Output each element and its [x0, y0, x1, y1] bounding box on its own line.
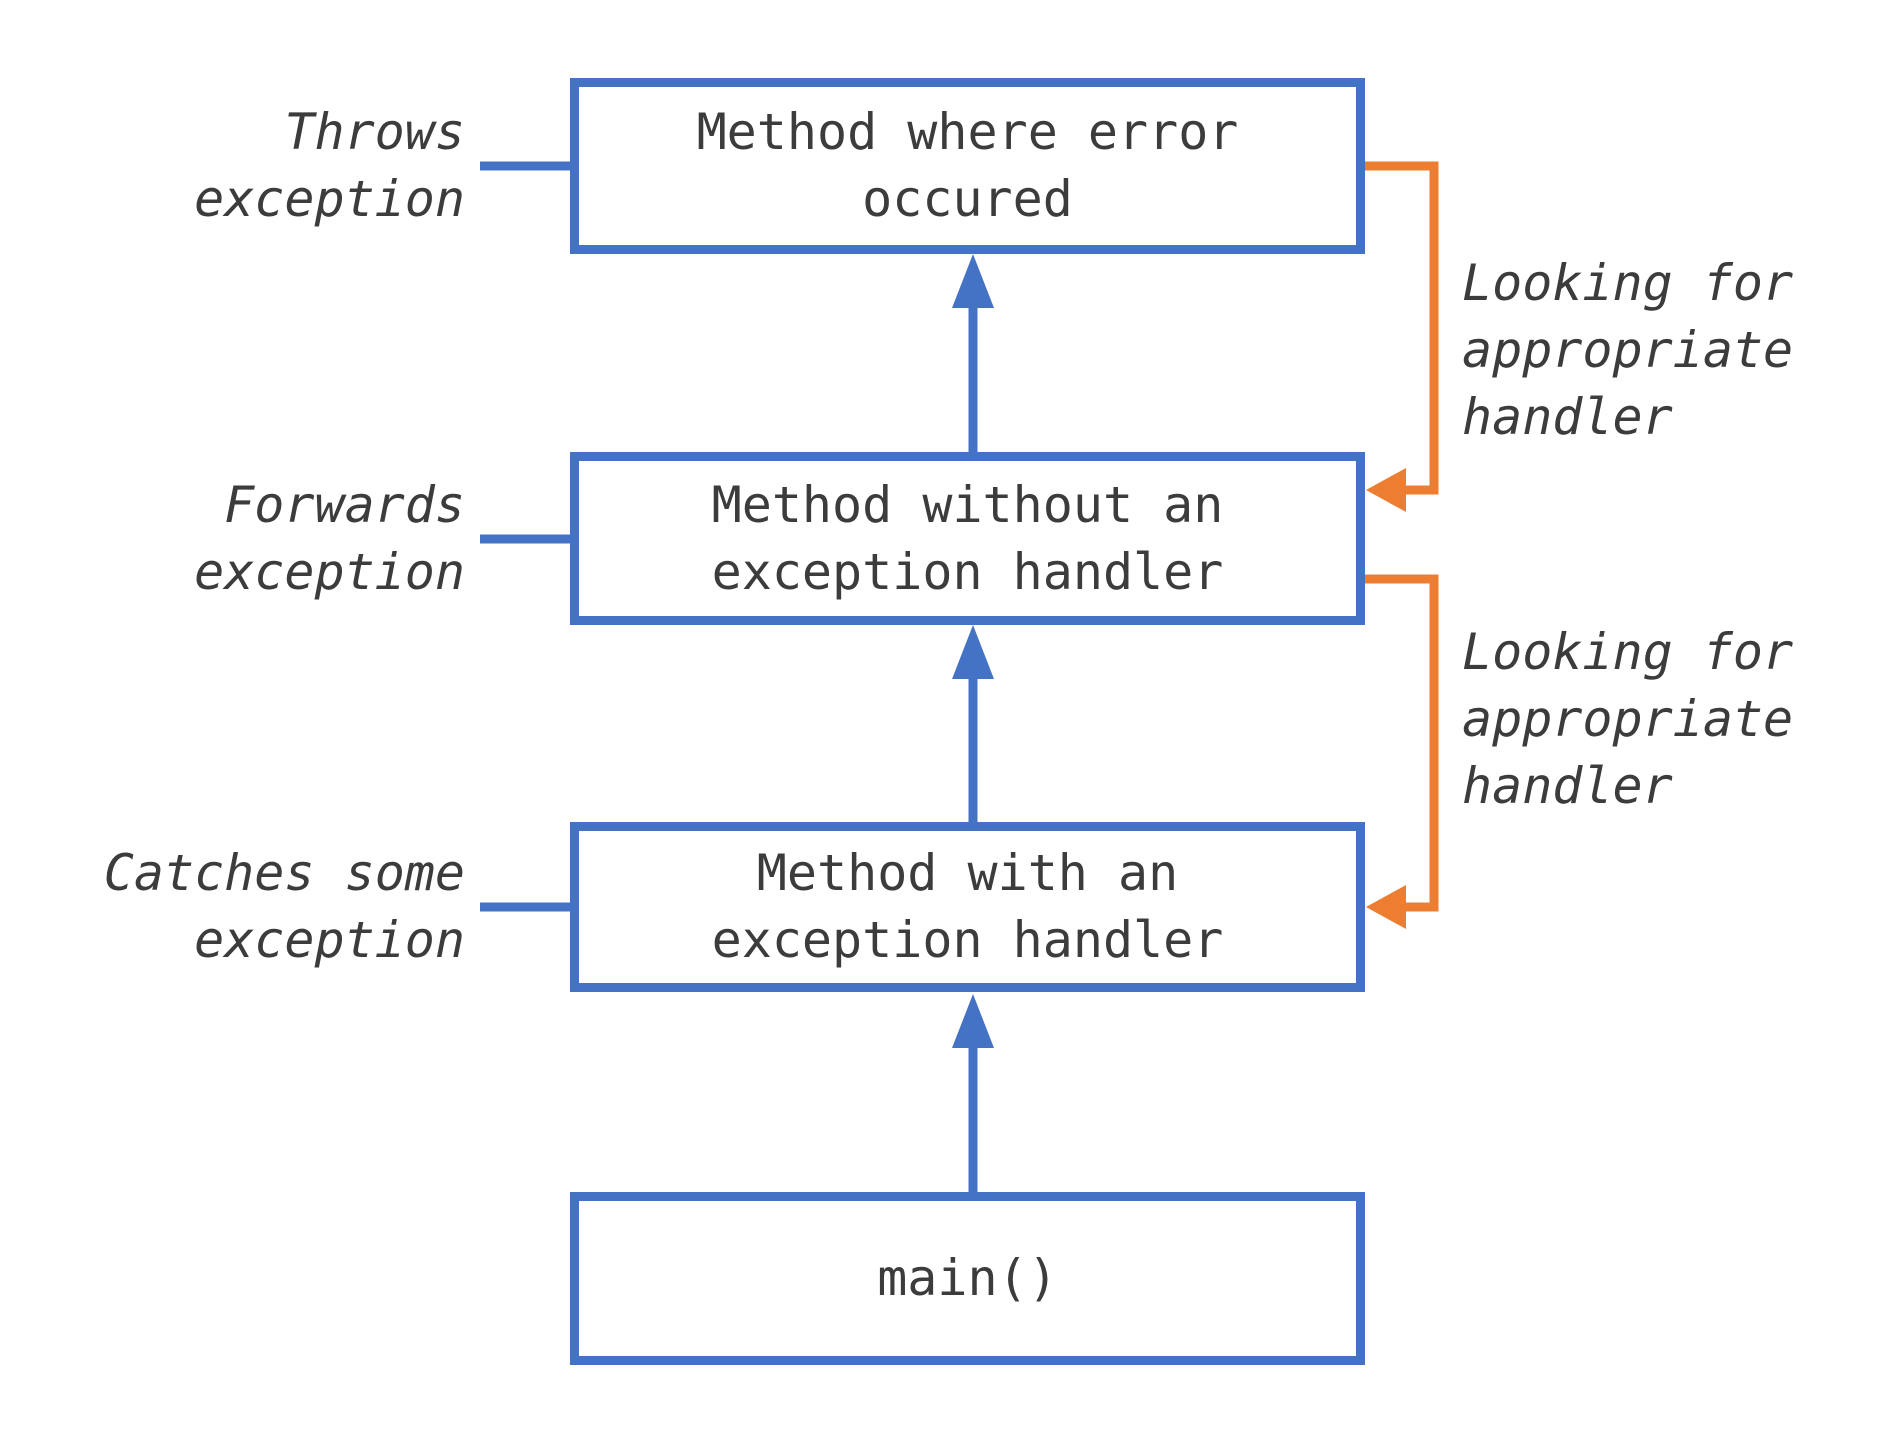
node-label-method-without-exception-handler: Method without an exception handler: [711, 475, 1224, 601]
handler-search-arrow-line-1: [1365, 161, 1439, 495]
call-stack-arrowhead-1: [952, 254, 994, 308]
handler-search-arrowhead-1: [1366, 468, 1406, 512]
call-stack-arrowhead-2: [952, 625, 994, 679]
box-main: [570, 1192, 1365, 1365]
caption-looking-for-handler-1: Looking for appropriate handler: [1462, 254, 1794, 446]
caption-forwards-exception: Forwards exception: [194, 476, 465, 601]
box-method-where-error-occured: [570, 78, 1365, 254]
node-label-method-with-exception-handler: Method with an exception handler: [711, 844, 1224, 969]
caption-throws-exception: Throws exception: [194, 103, 465, 228]
caption-looking-for-handler-2: Looking for appropriate handler: [1462, 623, 1794, 815]
node-label-method-where-error-occured: Method where error occured: [696, 103, 1239, 228]
box-method-without-exception-handler: [570, 452, 1365, 625]
caption-catches-some-exception: Catches some exception: [103, 844, 465, 969]
node-label-main: main(): [877, 1249, 1058, 1307]
handler-search-arrowhead-2: [1366, 885, 1406, 929]
handler-search-arrow-line-2: [1365, 574, 1439, 912]
call-stack-arrowhead-3: [952, 994, 994, 1048]
box-method-with-exception-handler: [570, 822, 1365, 992]
